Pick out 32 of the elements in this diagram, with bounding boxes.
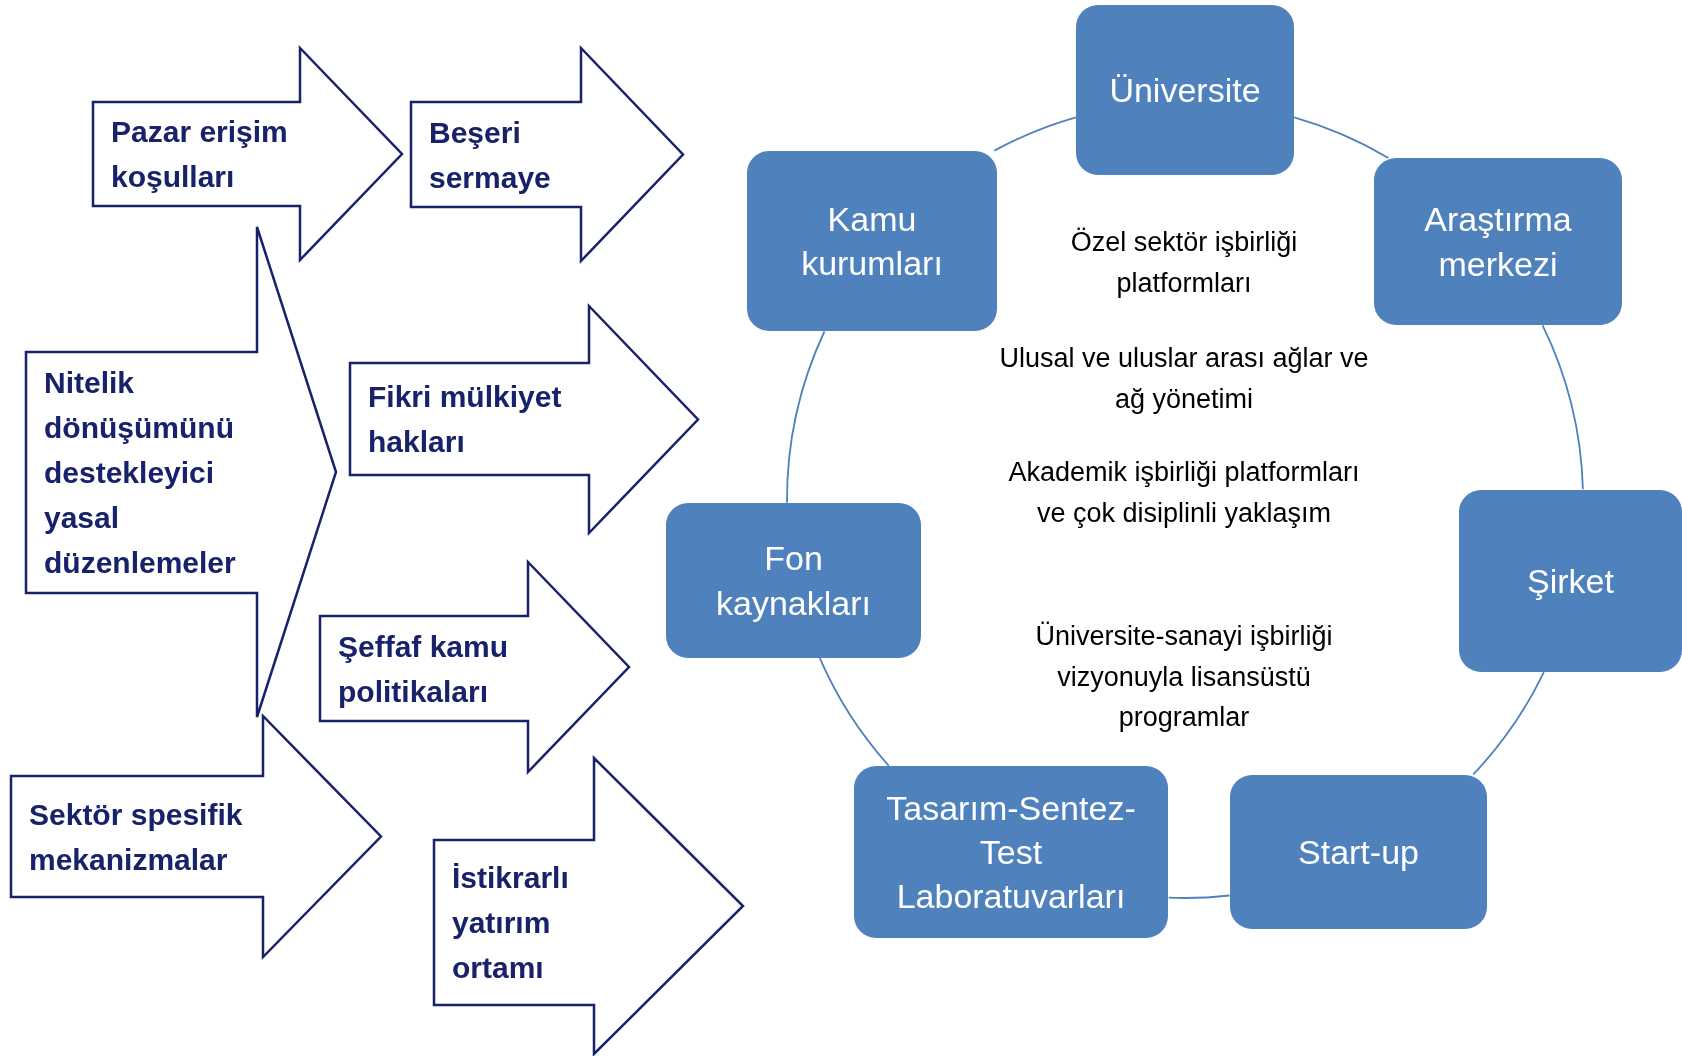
rounded-box: Araştırma merkezi [1374,158,1622,325]
rounded-box: Start-up [1230,775,1487,929]
panel-label: Fikri mülkiyet hakları [368,379,563,460]
rounded-box: Kamu kurumları [747,151,997,331]
connector-arc [818,657,890,767]
panel-label: Nitelik dönüşümünü destekleyici yasal düzenlemeler [44,365,237,581]
connector-arc [786,330,826,504]
pointer-panel [26,227,336,717]
panel-label: Şeffaf kamu politikaları [338,628,510,710]
center-text: Ulusal ve uluslar arası ağlar ve ağ yönetimi [998,342,1370,416]
panel-label: Sektör spesifik mekanizmalar [29,796,244,878]
connector-arc [1167,894,1231,899]
center-text: Akademik işbirliği platformları ve çok disiplinli yaklaşım [1007,456,1361,530]
center-text: Üniversite-sanayi işbirliği vizyonuyla lisansüstü programlar [1034,620,1334,734]
panel-label: İstikrarlı yatırım ortamı [452,860,570,986]
panel-label: Beşeri sermaye [429,114,552,196]
rounded-box: Fon kaynakları [666,503,921,658]
pointer-panel [434,758,743,1054]
pointer-panel [93,48,402,260]
panel-label: Pazar erişim koşulları [111,114,289,195]
connector-arc [1293,116,1390,159]
rounded-box: Tasarım-Sentez-Test Laboratuvarları [854,766,1168,938]
pointer-panel [411,48,683,261]
rounded-box: Üniversite [1076,5,1294,175]
connector-arc [1472,671,1545,776]
pointer-panel [11,716,381,957]
center-text: Özel sektör işbirliği platformları [1069,226,1299,300]
pointer-panel [350,306,698,533]
connector-arc [1541,324,1584,491]
pointer-panel [320,562,629,772]
connector-arc [993,116,1077,152]
rounded-box: Şirket [1459,490,1682,672]
